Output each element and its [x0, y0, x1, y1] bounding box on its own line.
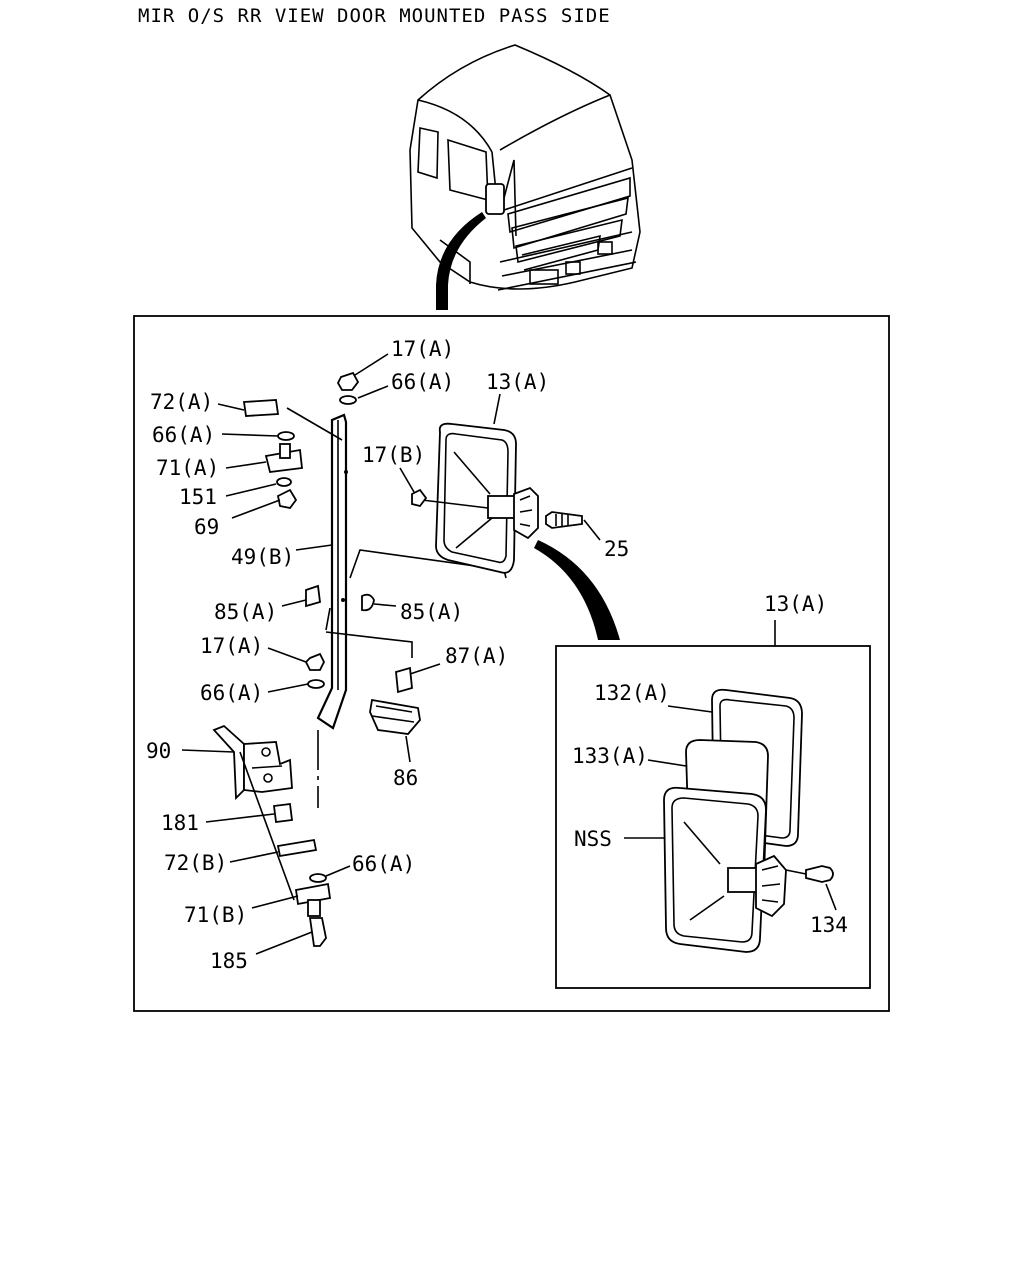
top-nut-and-washer: [336, 353, 389, 405]
callout-66a-left: 66(A): [152, 423, 215, 447]
callout-69: 69: [194, 515, 219, 539]
lower-bracket-group: [181, 724, 351, 955]
inset-mirror-exploded: [624, 688, 837, 953]
callout-71a: 71(A): [156, 456, 219, 480]
main-detail-frame: [133, 315, 890, 1012]
callout-87a: 87(A): [445, 644, 508, 668]
callout-13a-main: 13(A): [486, 370, 549, 394]
callout-49b: 49(B): [231, 545, 294, 569]
callout-71b: 71(B): [184, 903, 247, 927]
callout-181: 181: [161, 811, 199, 835]
callout-17a-top: 17(A): [391, 337, 454, 361]
spacer-and-cover: [369, 663, 441, 763]
callout-85a-left: 85(A): [214, 600, 277, 624]
callout-17a-mid: 17(A): [200, 634, 263, 658]
callout-13a-inset: 13(A): [764, 592, 827, 616]
callout-133a: 133(A): [572, 744, 648, 768]
main-mirror-assembly: [399, 393, 620, 640]
mirror-arm: [286, 407, 507, 808]
callout-66a-top: 66(A): [391, 370, 454, 394]
upper-bracket-group: [217, 399, 333, 551]
callout-17b: 17(B): [362, 443, 425, 467]
callout-labels: 17(A) 66(A) 13(A) 72(A) 66(A) 17(B) 71(A…: [146, 337, 848, 973]
callout-90: 90: [146, 739, 171, 763]
callout-151: 151: [179, 485, 217, 509]
truck-cab-illustration: [409, 44, 641, 310]
callout-86: 86: [393, 766, 418, 790]
callout-185: 185: [210, 949, 248, 973]
callout-132a: 132(A): [594, 681, 670, 705]
callout-66a-low: 66(A): [352, 852, 415, 876]
middle-nut-and-washer: [267, 647, 326, 693]
inset-detail-frame: [555, 645, 871, 989]
callout-134: 134: [810, 913, 848, 937]
callout-85a-right: 85(A): [400, 600, 463, 624]
diagram-title: MIR O/S RR VIEW DOOR MOUNTED PASS SIDE: [138, 5, 611, 27]
callout-66a-mid: 66(A): [200, 681, 263, 705]
callout-nss: NSS: [574, 827, 612, 851]
callout-72b: 72(B): [164, 851, 227, 875]
callout-72a: 72(A): [150, 390, 213, 414]
clip-pair: [281, 584, 397, 612]
callout-25: 25: [604, 537, 629, 561]
